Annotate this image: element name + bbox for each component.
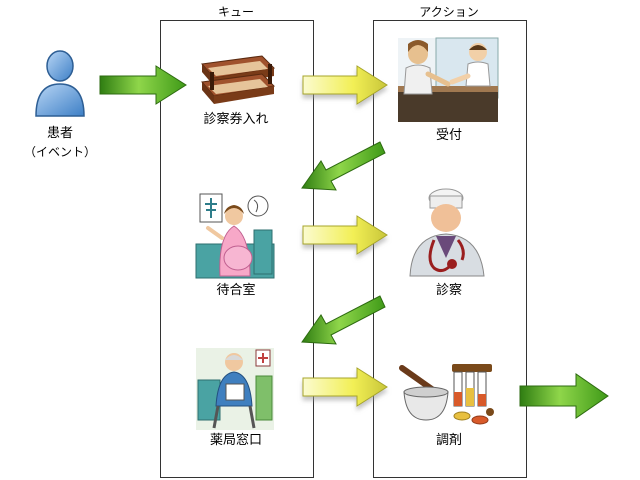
waiting-patient-icon xyxy=(195,193,275,279)
action-column-title: アクション xyxy=(419,5,479,19)
reception-clerk-icon xyxy=(398,37,499,122)
arrow-card-box-to-reception xyxy=(302,65,388,105)
queue-column-title: キュー xyxy=(217,5,254,19)
arrow-exam-to-pharmacy-window xyxy=(301,295,386,345)
action-item-label: 調剤 xyxy=(435,433,462,448)
patient-person-icon xyxy=(35,50,85,117)
arrow-patient-to-card-box xyxy=(99,65,187,105)
patient-label: 患者 xyxy=(46,126,73,141)
queue-item-label: 薬局窓口 xyxy=(209,433,262,448)
arrow-dispensing-out xyxy=(519,373,609,419)
queue-item-label: 診察券入れ xyxy=(203,112,269,127)
queue-item-label: 待合室 xyxy=(216,283,256,298)
doctor-icon xyxy=(409,188,485,277)
patient-sublabel: （イベント） xyxy=(23,145,96,159)
arrow-reception-to-waiting-room xyxy=(301,141,386,191)
action-item-label: 受付 xyxy=(435,128,462,143)
mortar-and-pestle-icon xyxy=(399,364,494,425)
card-tray-icon xyxy=(201,55,276,104)
action-item-label: 診察 xyxy=(435,283,462,298)
arrow-waiting-room-to-exam xyxy=(302,215,388,255)
arrow-pharmacy-window-to-dispensing xyxy=(302,367,388,407)
pharmacy-waiting-patient-icon xyxy=(196,348,274,430)
